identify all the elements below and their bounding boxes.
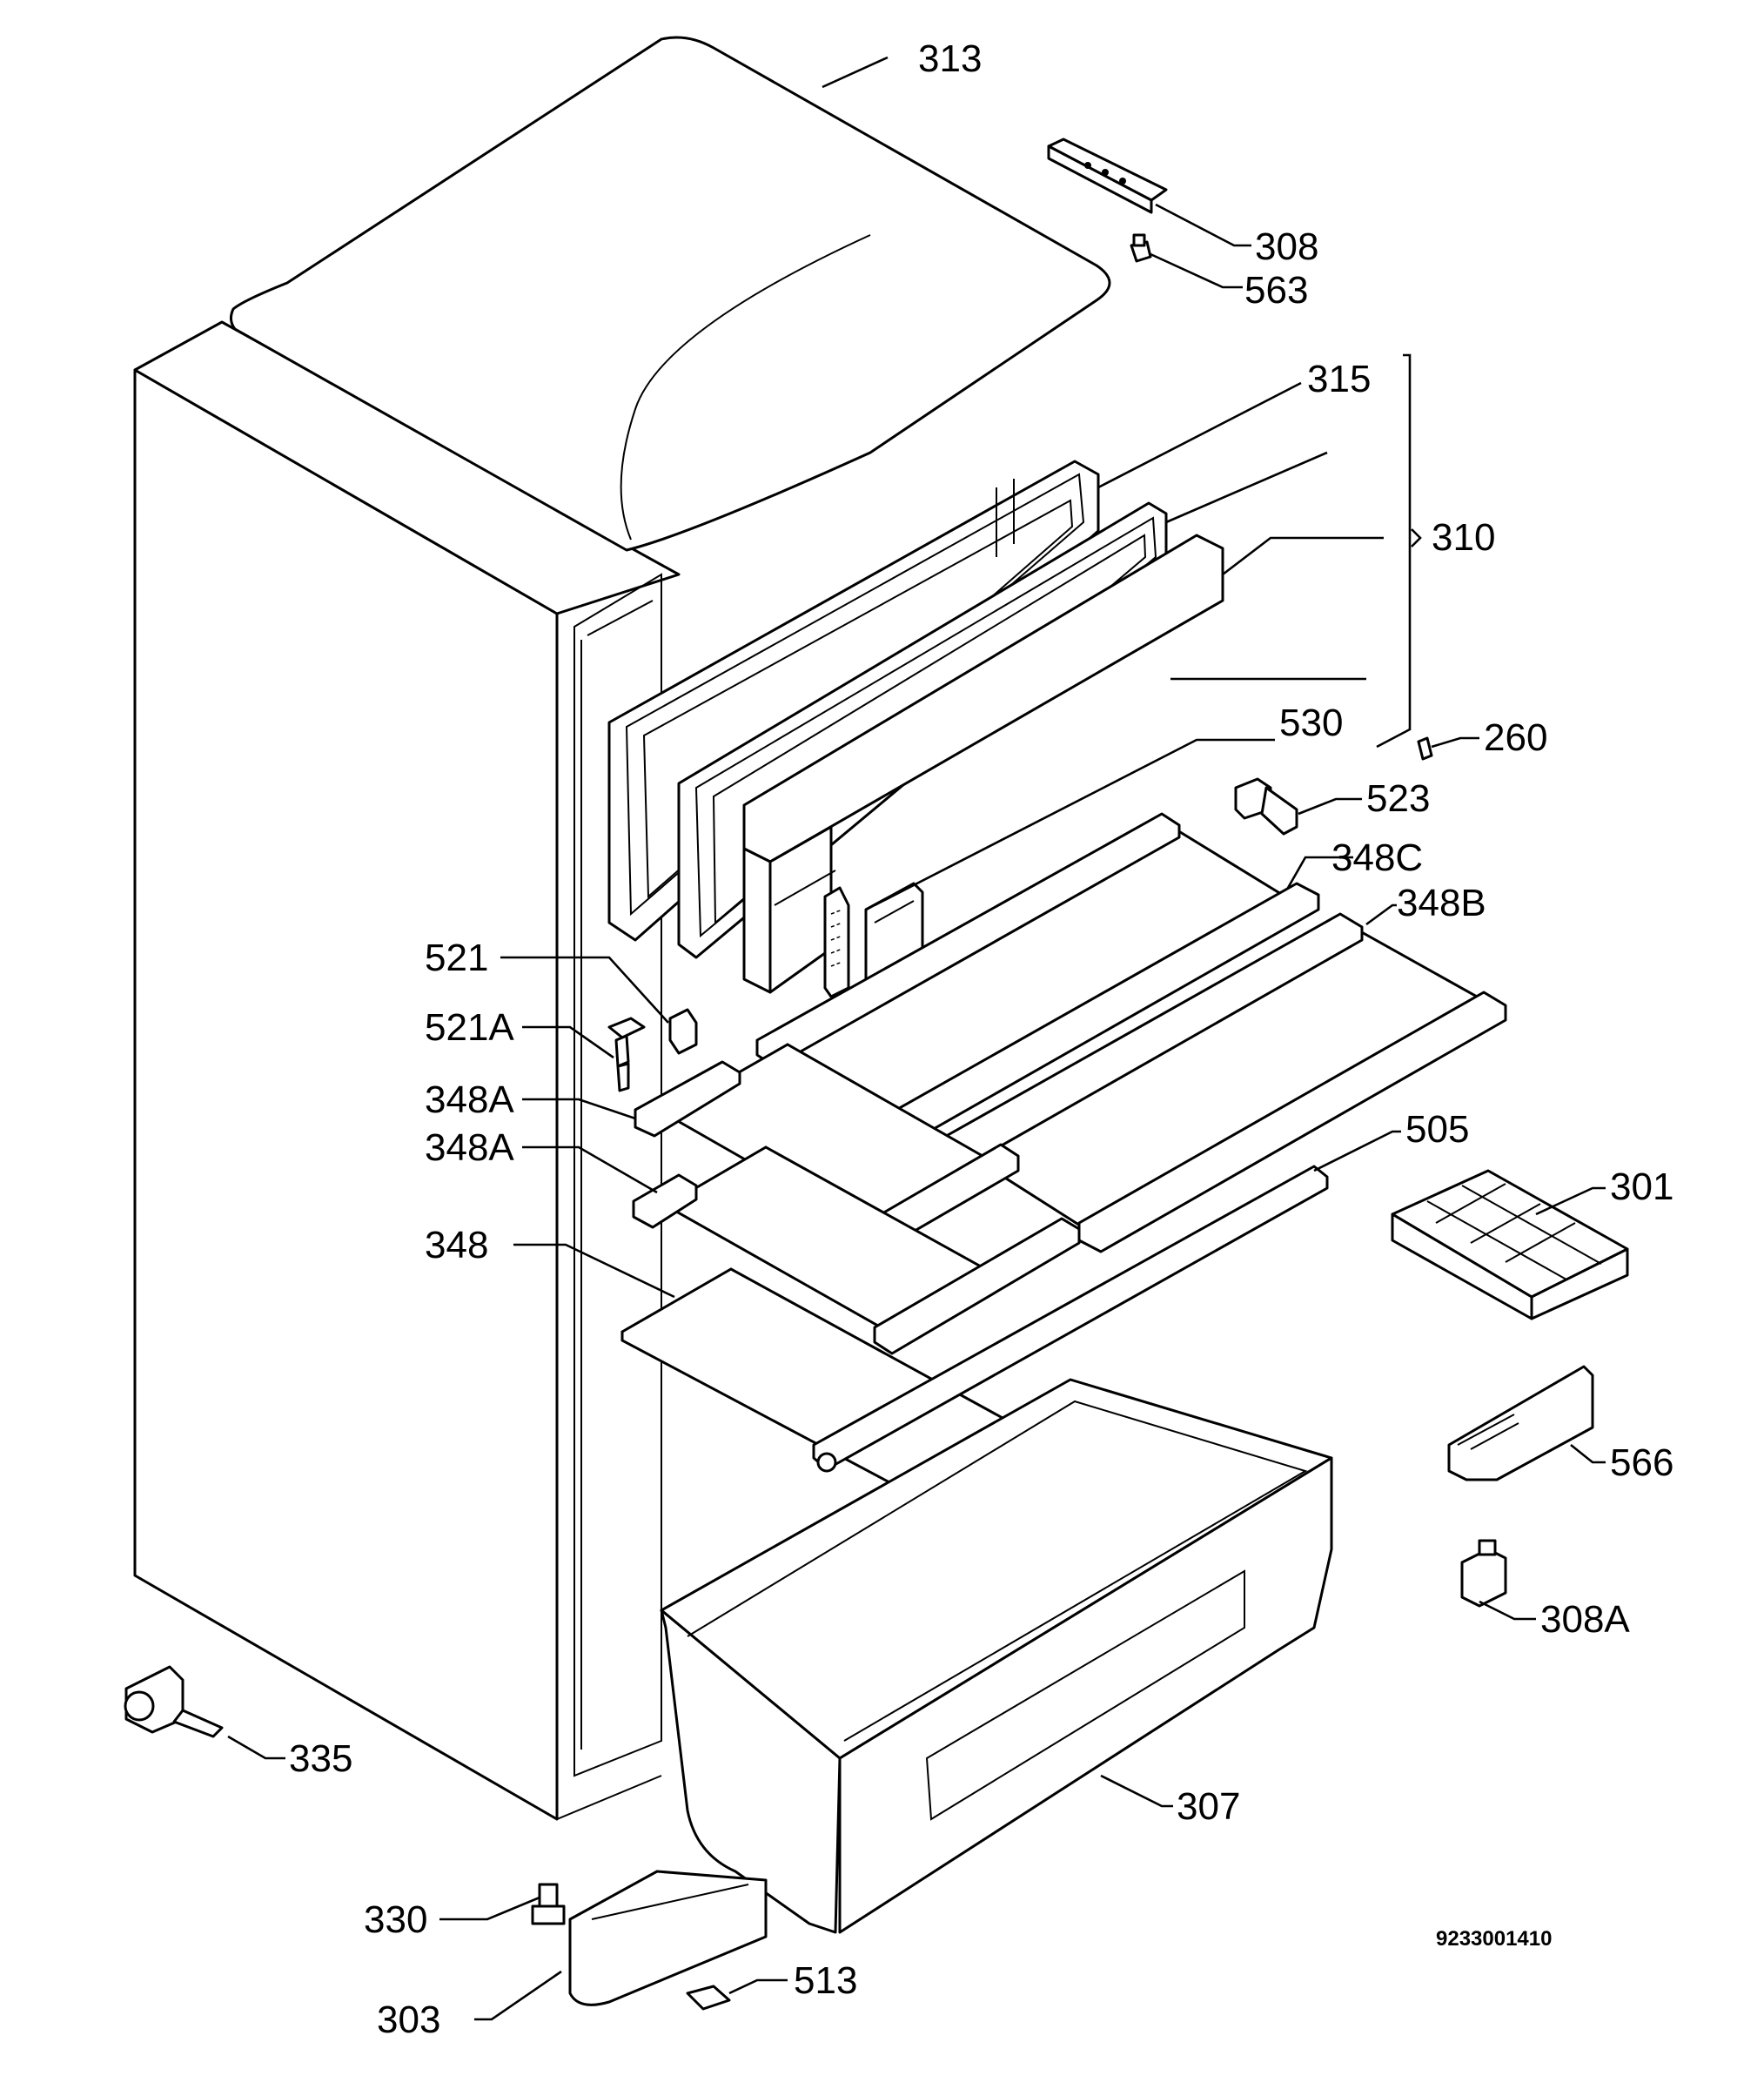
- callout-523: 523: [1366, 777, 1430, 820]
- callout-563: 563: [1244, 269, 1308, 312]
- crisper-drawer-307: [660, 1378, 1333, 1934]
- glass-shelf-348C: [755, 812, 1353, 1142]
- callout-260: 260: [1484, 716, 1547, 759]
- front-panel: [742, 353, 1422, 994]
- callout-513: 513: [794, 1959, 857, 2002]
- ice-tray-301: [1391, 1169, 1629, 1320]
- clip-513: [686, 1978, 788, 2011]
- lamp-521A: [522, 1017, 646, 1092]
- cabinet-body: [133, 320, 681, 1821]
- callout-303: 303: [377, 1998, 440, 2041]
- callout-566: 566: [1610, 1441, 1673, 1484]
- callout-348A-upper: 348A: [425, 1078, 514, 1121]
- callout-330: 330: [364, 1898, 427, 1941]
- callout-308A: 308A: [1540, 1598, 1630, 1641]
- screw-330: [439, 1883, 566, 1925]
- kick-plate-303: [474, 1870, 768, 2021]
- bracket-308A: [1460, 1539, 1536, 1621]
- hinge-plate-308: [1047, 138, 1251, 247]
- scraper-566: [1447, 1365, 1606, 1481]
- callout-310: 310: [1432, 516, 1495, 559]
- callout-308: 308: [1255, 225, 1318, 268]
- callout-530: 530: [1279, 702, 1343, 744]
- callout-301: 301: [1610, 1165, 1673, 1208]
- callout-307: 307: [1177, 1785, 1240, 1828]
- callout-521A: 521A: [425, 1006, 514, 1049]
- callout-315: 315: [1307, 358, 1371, 400]
- callout-521: 521: [425, 937, 488, 979]
- callout-348A-lower: 348A: [425, 1126, 514, 1169]
- lamp-holder-523: [1234, 777, 1362, 836]
- callout-348C: 348C: [1331, 836, 1423, 879]
- callout-348: 348: [425, 1224, 488, 1266]
- reference-number: 9233001410: [1436, 1927, 1552, 1951]
- hinge-335: [124, 1665, 285, 1760]
- callout-335: 335: [289, 1737, 352, 1780]
- callout-348B: 348B: [1397, 882, 1486, 924]
- callout-313: 313: [918, 37, 982, 80]
- clip-260: [1417, 736, 1479, 761]
- top-cover-313: [229, 36, 1111, 552]
- glass-shelf-348B: [934, 903, 1507, 1253]
- lamp-cover-521: [500, 956, 698, 1055]
- bar-505: [812, 1130, 1401, 1473]
- callout-505: 505: [1405, 1108, 1469, 1151]
- glass-shelf-348A-lower: [522, 1145, 1081, 1355]
- screw-563: [1130, 233, 1243, 289]
